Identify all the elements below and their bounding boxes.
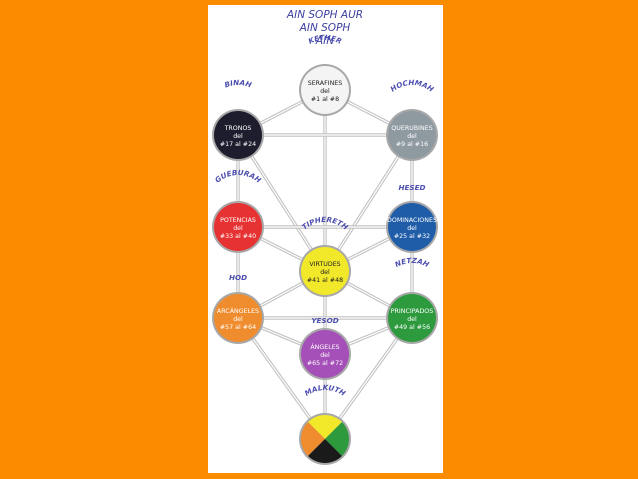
- choir-name: QUERUBINES: [391, 125, 432, 132]
- title-line-2: AIN SOPH: [299, 22, 351, 34]
- tree-of-life-diagram: AIN SOPH AUR AIN SOPH AIN SERAFINESdel#1…: [212, 9, 438, 465]
- choir-range: #57 al #64: [220, 324, 256, 331]
- choir-name: POTENCIAS: [220, 217, 256, 224]
- malkuth-quadrant-top: [301, 415, 349, 439]
- choir-name: SERAFINES: [308, 80, 343, 87]
- malkuth-quadrant-left: [301, 415, 325, 463]
- sefira-disc: [301, 330, 349, 378]
- choir-name: ÁNGELES: [310, 342, 339, 351]
- sefira-name-label: HOD: [229, 273, 247, 282]
- sefira-name-label: MALKUTH: [303, 383, 347, 398]
- choir-name: ARCÁNGELES: [217, 306, 259, 315]
- choir-del: del: [407, 316, 417, 323]
- sefira-name-label: YESOD: [311, 316, 338, 325]
- choir-name: PRINCIPADOS: [391, 308, 434, 315]
- choir-name: DOMINACIONES: [387, 217, 437, 224]
- choir-range: #25 al #32: [394, 233, 430, 240]
- sefira-malkuth: MALKUTH: [299, 383, 351, 465]
- sefira-name-label: HOCHMAH: [389, 78, 436, 94]
- malkuth-quadrant-right: [325, 415, 349, 463]
- malkuth-disc: [301, 415, 349, 463]
- sefira-disc: [301, 247, 349, 295]
- choir-range: #41 al #48: [307, 277, 343, 284]
- choir-del: del: [233, 133, 243, 140]
- sefira-name-label: NETZAH: [393, 256, 430, 269]
- choir-name: VIRTUDES: [309, 261, 340, 268]
- sefira-disc: [301, 66, 349, 114]
- sefira-disc: [214, 203, 262, 251]
- sefira-name-label: HESED: [399, 183, 426, 192]
- choir-del: del: [320, 88, 330, 95]
- sefira-disc: [214, 111, 262, 159]
- sefira-name-label: BINAH: [223, 78, 253, 90]
- choir-del: del: [407, 133, 417, 140]
- choir-del: del: [233, 225, 243, 232]
- sefira-name-label: KETHER: [307, 33, 343, 46]
- path-binah-tiphereth: [236, 134, 327, 272]
- choir-del: del: [320, 352, 330, 359]
- sefira-disc: [388, 294, 436, 342]
- choir-range: #65 al #72: [307, 360, 343, 367]
- sefira-disc: [388, 203, 436, 251]
- malkuth-quadrant-bottom: [301, 439, 349, 463]
- choir-range: #17 al #24: [220, 141, 256, 148]
- choir-name: TRONOS: [224, 125, 252, 132]
- choir-del: del: [407, 225, 417, 232]
- title-line-1: AIN SOPH AUR: [286, 9, 363, 21]
- sefira-disc: [388, 111, 436, 159]
- choir-del: del: [233, 316, 243, 323]
- sefira-disc: [214, 294, 262, 342]
- choir-range: #9 al #16: [396, 141, 428, 148]
- path-hochmah-tiphereth: [323, 134, 414, 272]
- choir-del: del: [320, 269, 330, 276]
- title-line-3: AIN: [315, 35, 334, 47]
- choir-range: #49 al #56: [394, 324, 430, 331]
- choir-range: #33 al #40: [220, 233, 256, 240]
- choir-range: #1 al #8: [311, 96, 339, 103]
